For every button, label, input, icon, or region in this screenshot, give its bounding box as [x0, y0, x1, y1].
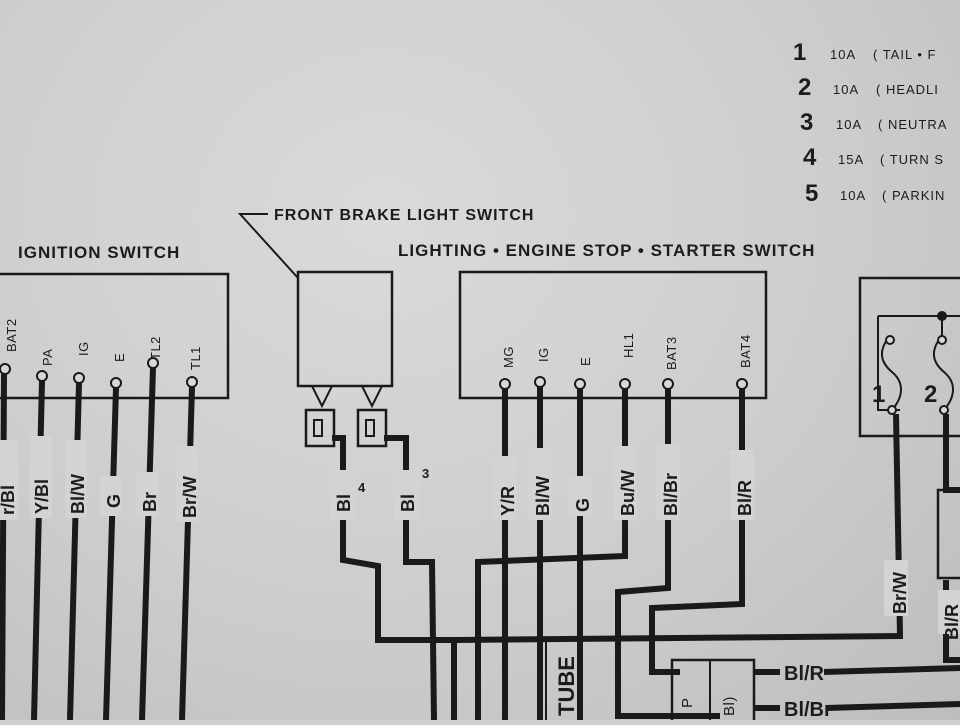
ignition-wire [103, 387, 119, 721]
fuse-list: 1 10A ( TAIL • F 2 10A ( HEADLI 3 10A ( … [793, 39, 947, 207]
fuse-1-rating: 10A [830, 47, 856, 62]
front-brake-wire-number: 4 [358, 480, 366, 495]
lighting-switch-title: LIGHTING • ENGINE STOP • STARTER SWITCH [398, 241, 815, 260]
front-brake-light-switch: FRONT BRAKE LIGHT SWITCH Bl 4 Bl 3 [237, 207, 534, 721]
front-brake-wire-label: Bl [334, 494, 354, 512]
ignition-switch: IGNITION SWITCH BAT2 PA IG E TL2 TL1 r/B… [0, 243, 230, 721]
fuse-box-lower-block [936, 488, 960, 580]
fuse-box-wire-label: Bl/R [942, 604, 960, 640]
lighting-wire-label: Bl/Br [661, 473, 681, 516]
fuse-box-fuse-2: 2 [924, 381, 937, 408]
bottom-harness: TUBE P Bl) Bl/R Bl/Br [545, 640, 960, 725]
fuse-1-symbol [881, 335, 902, 411]
lighting-terminal-dot [499, 378, 511, 390]
ignition-terminal-pa: PA [40, 349, 55, 366]
fuse-3-rating: 10A [836, 117, 862, 132]
ignition-terminal-e: E [112, 353, 127, 362]
lighting-terminal-mg: MG [501, 346, 516, 368]
lighting-terminal-dot [619, 378, 631, 390]
lighting-terminal-bat3: BAT3 [664, 336, 679, 370]
front-brake-connector [304, 408, 336, 448]
lighting-terminal-dot [662, 378, 674, 390]
lighting-switch-box [458, 270, 768, 400]
fuse-box: 1 2 Br/W Bl/R [455, 276, 960, 663]
front-brake-switch-box [296, 270, 394, 388]
ignition-terminal-ig: IG [76, 341, 91, 356]
front-brake-wire-label: Bl [398, 494, 418, 512]
lighting-terminal-dot [534, 376, 546, 388]
ignition-terminal-dot [36, 370, 48, 382]
fuse-2-number: 2 [798, 74, 811, 101]
fuse-2-desc: ( HEADLI [876, 82, 939, 97]
ignition-wire [67, 382, 82, 721]
ignition-terminal-dot [147, 357, 159, 369]
lighting-engine-stop-starter-switch: LIGHTING • ENGINE STOP • STARTER SWITCH … [398, 241, 815, 720]
fuse-2-symbol [933, 316, 954, 411]
fuse-5-desc: ( PARKIN [882, 188, 945, 203]
lighting-wire-label: G [573, 498, 593, 512]
ignition-wire-label: Y/Bl [32, 479, 52, 514]
fuse-box-outline [858, 276, 960, 438]
lighting-terminal-dot [736, 378, 748, 390]
fuse-3-desc: ( NEUTRA [878, 117, 947, 132]
bottom-wire-label: Bl/Br [784, 699, 832, 720]
ignition-switch-title: IGNITION SWITCH [18, 243, 180, 262]
ignition-wire [139, 367, 156, 721]
lighting-wire-bl-br [615, 389, 720, 719]
ignition-wire [179, 386, 195, 721]
ignition-terminal-dot [0, 363, 11, 375]
lighting-wire-label: Bl/R [735, 480, 755, 516]
fuse-4-number: 4 [803, 144, 817, 171]
ignition-wire-label: Bl/W [68, 474, 88, 514]
ignition-wire [31, 380, 45, 721]
ignition-terminal-dot [73, 372, 85, 384]
fuse-3-number: 3 [800, 109, 813, 136]
fuse-box-fuse-1: 1 [872, 381, 885, 408]
fuse-1-number: 1 [793, 39, 806, 66]
front-brake-connector [356, 408, 388, 448]
ignition-terminal-tl2: TL2 [148, 336, 163, 360]
lighting-terminal-hl1: HL1 [621, 333, 636, 358]
fuse-box-wire-label: Br/W [890, 572, 910, 614]
fuse-4-rating: 15A [838, 152, 864, 167]
lighting-terminal-bat4: BAT4 [738, 334, 753, 368]
bottom-connector-mid: Bl) [721, 696, 738, 716]
fuse-1-desc: ( TAIL • F [873, 47, 936, 62]
lighting-wire-bu-w [475, 389, 628, 720]
bottom-connector [670, 658, 756, 725]
front-brake-wire-3 [384, 435, 437, 721]
ignition-terminal-dot [186, 376, 198, 388]
lighting-terminal-ig: IG [536, 347, 551, 362]
front-brake-wire-4 [332, 435, 457, 720]
tube-label: TUBE [554, 656, 579, 716]
front-brake-leader [237, 213, 299, 279]
ignition-wire-label: G [104, 494, 124, 508]
bottom-connector-left: P [679, 697, 696, 708]
ignition-terminal-dot [110, 377, 122, 389]
ignition-wire [0, 373, 7, 721]
fuse-box-wire-br-w [455, 413, 904, 643]
fuse-4-desc: ( TURN S [880, 152, 944, 167]
lighting-wire-bl-r [649, 389, 745, 675]
lighting-terminal-dot [574, 378, 586, 390]
fuse-5-rating: 10A [840, 188, 866, 203]
ignition-terminal-bat2: BAT2 [4, 318, 19, 352]
fuse-2-rating: 10A [833, 82, 859, 97]
lighting-wire-label: Bu/W [618, 470, 638, 516]
ignition-wire-label: Br [140, 492, 160, 512]
front-brake-title: FRONT BRAKE LIGHT SWITCH [274, 207, 534, 224]
ignition-wire-label: r/Bl [0, 485, 18, 515]
front-brake-contact [311, 385, 333, 409]
lighting-wire-label: Bl/W [533, 476, 553, 516]
ignition-terminal-tl1: TL1 [188, 346, 203, 370]
bottom-wire-label: Bl/R [784, 663, 825, 685]
lighting-terminal-e: E [578, 357, 593, 366]
front-brake-contact [361, 385, 383, 409]
fuse-5-number: 5 [805, 180, 818, 207]
lighting-wire-label: Y/R [498, 486, 518, 516]
ignition-wire-label: Br/W [180, 476, 200, 518]
front-brake-wire-number: 3 [422, 466, 429, 481]
